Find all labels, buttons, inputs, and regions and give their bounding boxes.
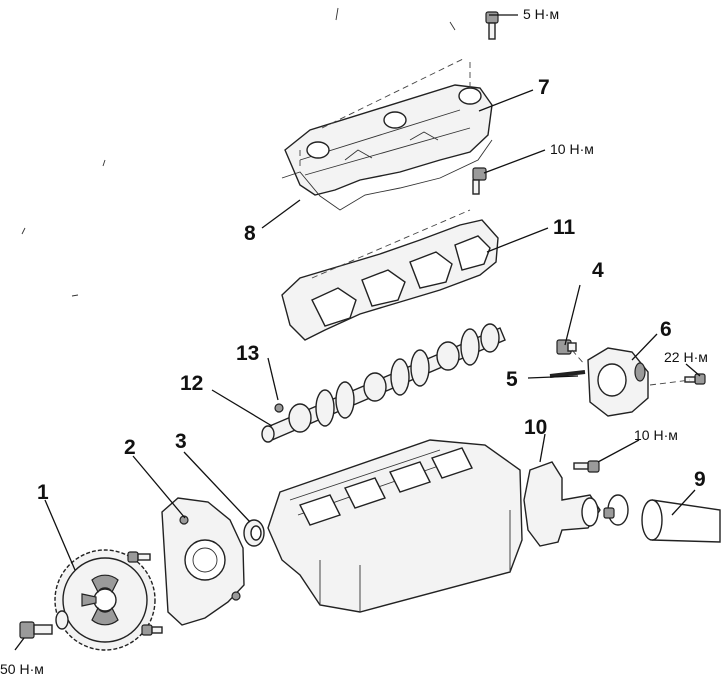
callout-4: 4	[592, 259, 604, 282]
oil-seal-icon	[243, 519, 265, 547]
callout-7: 7	[538, 76, 550, 99]
thermostat-housing	[587, 347, 649, 417]
callout-6: 6	[660, 318, 672, 341]
temperature-sensor-icon	[556, 339, 577, 355]
torque-label-thermostat-bolt: 22 Н·м	[664, 349, 708, 365]
plate-bolt-icon	[127, 551, 151, 563]
washer-icon	[55, 610, 69, 630]
torque-label-sprocket-bolt: 50 Н·м	[0, 661, 44, 677]
valve-cover	[284, 84, 493, 196]
callout-9: 9	[694, 468, 706, 491]
plate-bolt-icon	[141, 624, 163, 636]
dowel-pin-icon	[274, 403, 284, 413]
cylinder-head	[267, 439, 523, 613]
leader-lines	[14, 14, 701, 651]
callout-5: 5	[506, 368, 518, 391]
torque-label-cap-bolt: 10 Н·м	[550, 141, 594, 157]
callout-8: 8	[244, 222, 256, 245]
torque-label-outlet-bolt: 10 Н·м	[634, 427, 678, 443]
connector-pin	[549, 370, 586, 378]
cover-bolt-icon	[485, 11, 499, 40]
torque-label-cover-bolt: 5 Н·м	[523, 6, 559, 22]
camshaft-sprocket	[54, 549, 156, 651]
camshaft	[261, 323, 506, 443]
callout-12: 12	[180, 372, 203, 395]
hose-clamp-icon	[603, 494, 629, 526]
outlet-bolt-icon	[573, 460, 600, 473]
sprocket-bolt-icon	[19, 621, 53, 639]
camshaft-carrier	[281, 209, 499, 341]
coolant-hose	[641, 499, 721, 543]
callout-13: 13	[236, 342, 259, 365]
callout-10: 10	[524, 416, 547, 439]
callout-2: 2	[124, 436, 136, 459]
thermostat-bolt-icon	[684, 373, 706, 385]
callout-3: 3	[175, 430, 187, 453]
water-outlet	[523, 461, 601, 547]
callout-1: 1	[37, 481, 49, 504]
cover-gasket	[281, 139, 493, 211]
callout-11: 11	[553, 216, 576, 239]
rear-plate	[161, 497, 245, 626]
cap-bolt-icon	[472, 167, 487, 195]
